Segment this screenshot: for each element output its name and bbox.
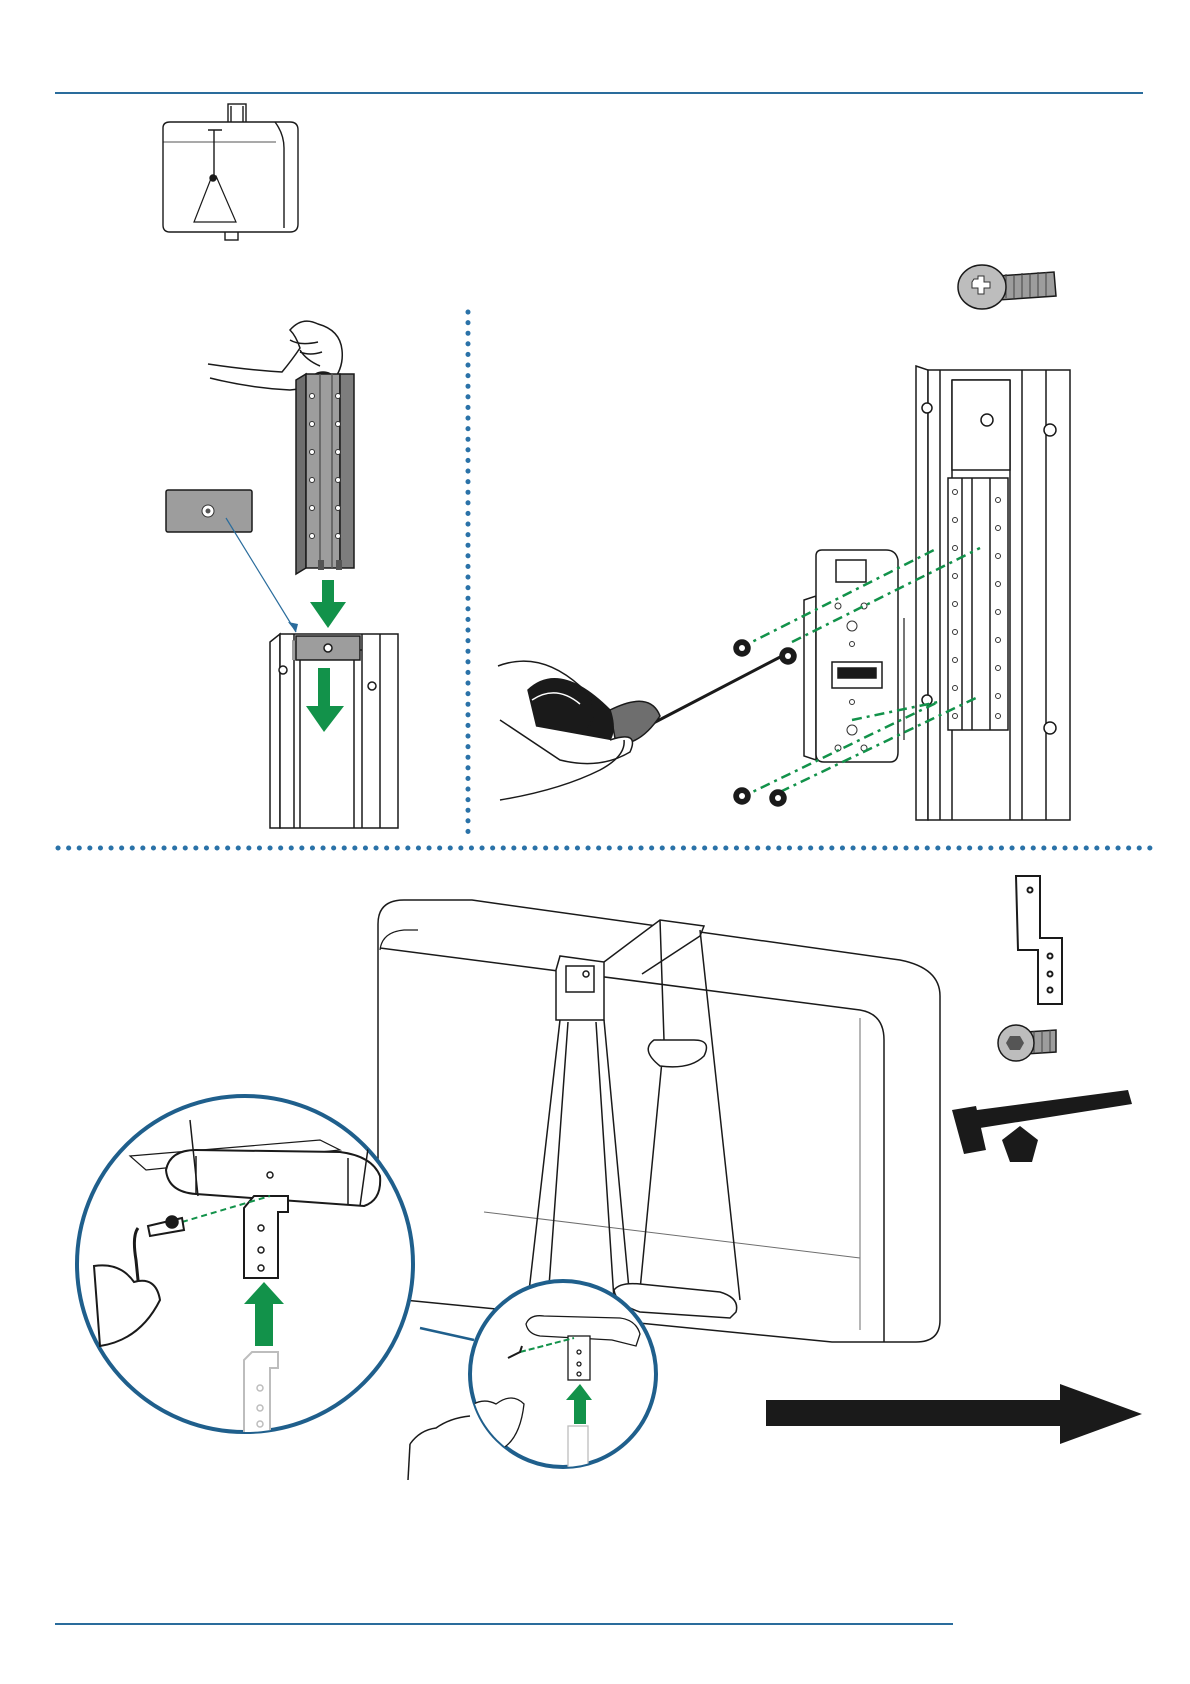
right-arrow-icon <box>766 1384 1142 1444</box>
allen-key-icon <box>952 1090 1132 1154</box>
l-bracket-icon <box>1016 876 1062 1004</box>
pole-icon <box>916 366 1070 820</box>
hex-bolt-icon <box>998 1025 1056 1061</box>
pentagon-icon <box>1002 1126 1038 1162</box>
phillips-screw-icon <box>958 265 1056 309</box>
detail-circle-icon <box>408 1281 656 1480</box>
cabinet-icon <box>378 900 940 1342</box>
mounting-rail-icon <box>296 374 354 574</box>
pole-icon <box>270 634 398 828</box>
cabinet-on-pole-icon <box>163 104 298 240</box>
screw-bracket-step <box>498 265 1070 820</box>
spacer-plate-icon <box>166 490 298 632</box>
wall-bracket-icon <box>804 550 904 762</box>
detail-circle-icon <box>77 1096 413 1436</box>
hand-screwdriver-icon <box>498 654 786 800</box>
insert-rail-step <box>166 321 398 828</box>
attach-hanger-step <box>77 876 1132 1480</box>
